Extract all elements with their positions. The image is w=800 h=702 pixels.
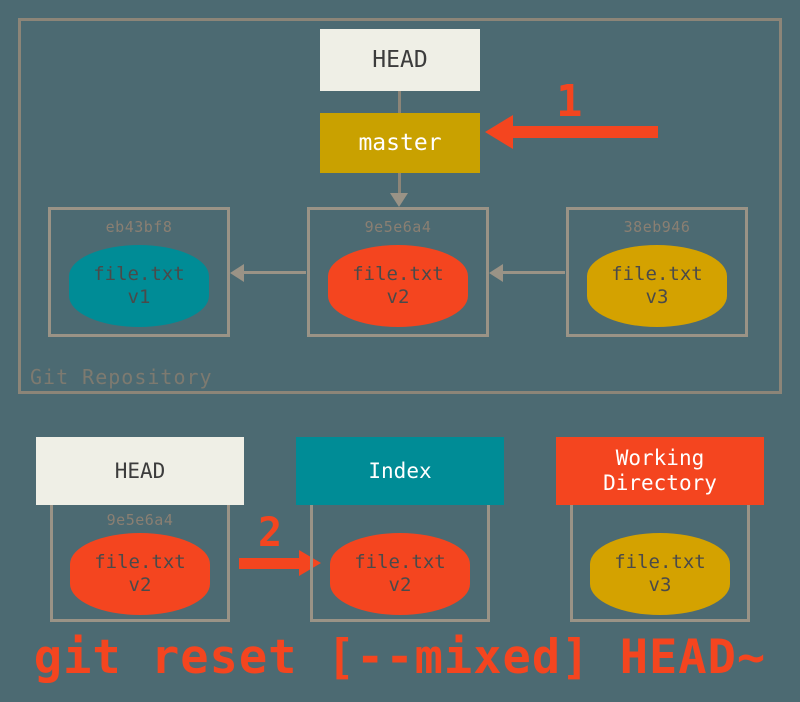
- commit-box-eb43bf8[interactable]: eb43bf8 file.txt v1: [48, 207, 230, 337]
- commit-blob-filename-v1: file.txt: [93, 262, 185, 285]
- head-ref-box[interactable]: HEAD: [320, 29, 480, 91]
- commit-hash-eb43bf8: eb43bf8: [105, 218, 173, 236]
- annotation-2-number: 2: [258, 510, 283, 556]
- annotation-1-arrow-head: [485, 115, 513, 149]
- area-blob-version-working-directory: v3: [648, 574, 672, 596]
- area-blob-filename-index: file.txt: [354, 550, 446, 573]
- area-blob-filename-head: file.txt: [94, 550, 186, 573]
- commit-box-38eb946[interactable]: 38eb946 file.txt v3: [566, 207, 748, 337]
- commit-blob-v2: file.txt v2: [328, 245, 468, 327]
- commit-blob-version-v2: v2: [386, 286, 410, 308]
- master-to-commit-arrowhead: [390, 193, 408, 207]
- area-header-working-directory[interactable]: Working Directory: [556, 437, 764, 505]
- area-blob-version-head: v2: [128, 574, 152, 596]
- area-header-working-directory-line2: Directory: [603, 471, 717, 495]
- commit-link-v2-to-v1-shaft: [244, 271, 306, 274]
- commit-link-v2-to-v1-arrowhead: [230, 264, 244, 282]
- area-header-index[interactable]: Index: [296, 437, 504, 505]
- commit-box-9e5e6a4[interactable]: 9e5e6a4 file.txt v2: [307, 207, 489, 337]
- area-blob-version-index: v2: [388, 574, 412, 596]
- area-body-working-directory: file.txt v3: [570, 505, 750, 622]
- commit-link-v3-to-v2-shaft: [503, 271, 565, 274]
- commit-hash-9e5e6a4: 9e5e6a4: [364, 218, 432, 236]
- area-header-head[interactable]: HEAD: [36, 437, 244, 505]
- area-body-index: file.txt v2: [310, 505, 490, 622]
- commit-blob-filename-v3: file.txt: [611, 262, 703, 285]
- diagram-caption: git reset [--mixed] HEAD~: [33, 630, 767, 685]
- area-header-head-label: HEAD: [114, 458, 166, 483]
- git-repository-label: Git Repository: [30, 365, 213, 389]
- master-ref-label: master: [358, 130, 442, 156]
- area-blob-working-directory: file.txt v3: [590, 533, 730, 615]
- head-ref-label: HEAD: [372, 47, 428, 73]
- area-header-index-label: Index: [368, 458, 432, 483]
- annotation-1-number: 1: [556, 76, 583, 127]
- commit-link-v3-to-v2-arrowhead: [489, 264, 503, 282]
- area-blob-index: file.txt v2: [330, 533, 470, 615]
- commit-blob-version-v1: v1: [127, 286, 151, 308]
- master-to-commit-connector: [398, 173, 401, 199]
- commit-blob-v1: file.txt v1: [69, 245, 209, 327]
- area-blob-filename-working-directory: file.txt: [614, 550, 706, 573]
- head-to-master-connector: [398, 91, 401, 113]
- area-blob-head: file.txt v2: [70, 533, 210, 615]
- area-body-head: 9e5e6a4 file.txt v2: [50, 505, 230, 622]
- area-hash-head: 9e5e6a4: [106, 511, 174, 529]
- annotation-2-arrow-shaft: [239, 558, 299, 569]
- commit-blob-filename-v2: file.txt: [352, 262, 444, 285]
- commit-hash-38eb946: 38eb946: [623, 218, 691, 236]
- commit-blob-v3: file.txt v3: [587, 245, 727, 327]
- area-header-working-directory-line1: Working: [615, 446, 705, 471]
- annotation-1-arrow-shaft: [513, 126, 658, 138]
- commit-blob-version-v3: v3: [645, 286, 669, 308]
- git-repository-frame: [18, 18, 782, 394]
- master-ref-box[interactable]: master: [320, 113, 480, 173]
